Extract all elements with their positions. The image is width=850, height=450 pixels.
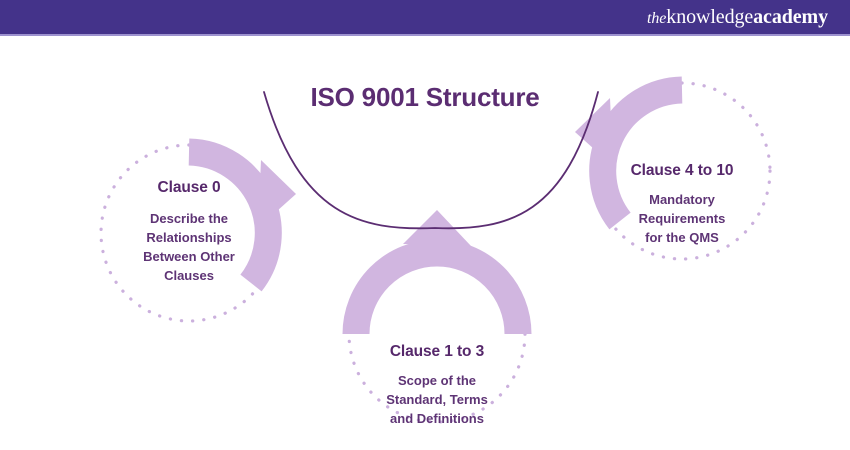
node-clause-1-to-3-body-line: and Definitions (390, 410, 484, 426)
node-clause-4-to-10-heading: Clause 4 to 10 (630, 162, 734, 179)
node-clause-4-to-10-body-line: Mandatory (649, 192, 715, 207)
node-clause-4-to-10[interactable]: Clause 4 to 10 Mandatory Requirements fo… (589, 114, 775, 248)
node-clause-1-to-3-heading: Clause 1 to 3 (389, 343, 485, 360)
node-clause-0-body-line: Between Other (143, 248, 235, 264)
node-clause-1-to-3-body: Scope of the Standard, Terms and Definit… (347, 372, 527, 429)
arc-clause-1-to-3 (342, 239, 532, 335)
diagram-graphics (99, 76, 772, 424)
node-clause-0-body-line: Describe the (149, 211, 229, 226)
page-title: ISO 9001 Structure (310, 82, 540, 112)
node-clause-0[interactable]: Clause 0 Describe the Relationships Betw… (97, 143, 281, 285)
node-clause-1-to-3-body-line: Scope of the (397, 373, 476, 388)
node-clause-1-to-3-body-line: Standard, Terms (386, 391, 488, 407)
node-clause-1-to-3[interactable]: Clause 1 to 3 Scope of the Standard, Ter… (347, 278, 527, 429)
node-clause-0-body-line: Clauses (164, 267, 214, 283)
brand-logo-knowledge: knowledge (666, 6, 754, 28)
node-clause-4-to-10-body-line: for the QMS (645, 229, 719, 245)
dotted-ring-clause-4-to-10 (592, 81, 772, 261)
node-clause-0-body-line: Relationships (146, 229, 232, 245)
brand-logo-academy: academy (753, 6, 828, 28)
header-bar: theknowledgeacademy (0, 0, 850, 34)
node-clause-0-body: Describe the Relationships Between Other… (97, 210, 281, 285)
brand-logo: theknowledgeacademy (647, 7, 828, 27)
node-clause-4-to-10-body-line: Requirements (638, 210, 726, 226)
header-underline-divider (0, 34, 850, 36)
connector-curve (263, 91, 599, 230)
node-clause-0-heading: Clause 0 (157, 179, 221, 196)
arrow-head-clause-0 (258, 160, 296, 228)
brand-logo-the: the (647, 10, 667, 27)
diagram-canvas: ISO 9001 Structure Clause 0 Describe the… (0, 36, 850, 450)
node-clause-4-to-10-body: Mandatory Requirements for the QMS (589, 191, 775, 248)
arrow-head-clause-4-to-10 (575, 98, 613, 166)
